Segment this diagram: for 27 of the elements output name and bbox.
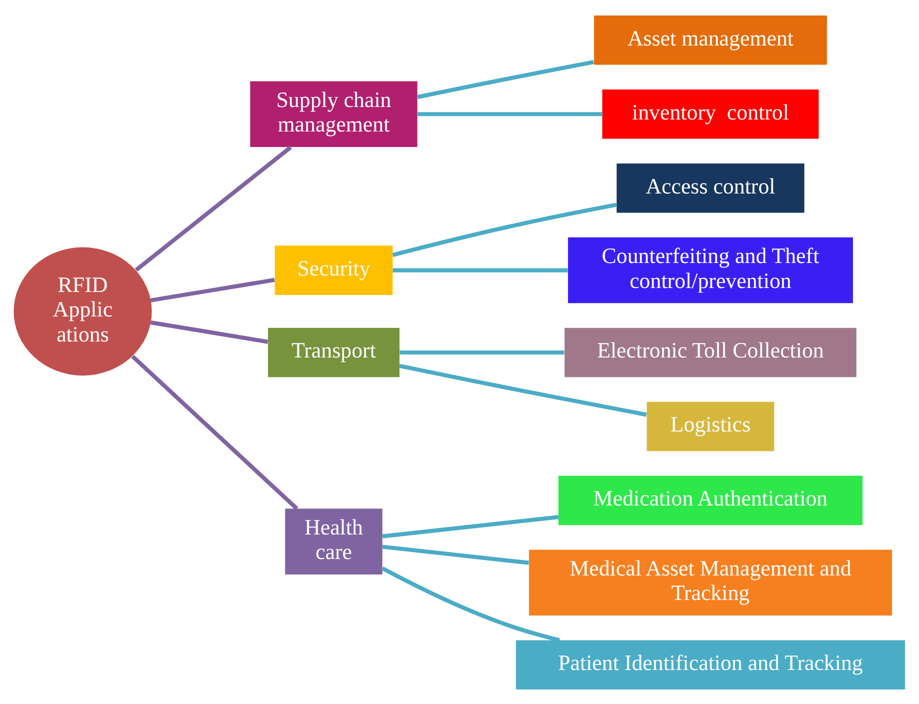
connector: [382, 566, 560, 642]
connector: [150, 277, 275, 302]
node-circle: RFID Applic ations: [14, 246, 152, 376]
node-box: Supply chain management: [250, 80, 418, 146]
connector: [417, 59, 594, 99]
node-box: Asset management: [594, 14, 827, 64]
node-box: Logistics: [646, 401, 774, 451]
connector: [382, 514, 559, 538]
node-box: Patient Identification and Tracking: [516, 640, 906, 690]
connector: [418, 112, 602, 116]
node-box: Transport: [268, 327, 400, 377]
node-box: Access control: [616, 162, 804, 212]
node-box: inventory control: [602, 88, 819, 138]
connector: [392, 268, 568, 272]
connector: [131, 354, 298, 510]
connector: [150, 320, 268, 344]
connector: [399, 363, 647, 416]
node-box: Electronic Toll Collection: [564, 327, 856, 377]
node-box: Health care: [285, 508, 382, 574]
connector: [382, 544, 529, 564]
connector: [400, 350, 564, 354]
node-box: Counterfeiting and Theft control/prevention: [568, 236, 853, 303]
node-box: Medication Authentication: [558, 475, 863, 525]
node-box: Security: [274, 245, 393, 294]
node-box: Medical Asset Management and Tracking: [528, 549, 892, 616]
connector: [392, 202, 617, 257]
connector: [134, 145, 292, 272]
